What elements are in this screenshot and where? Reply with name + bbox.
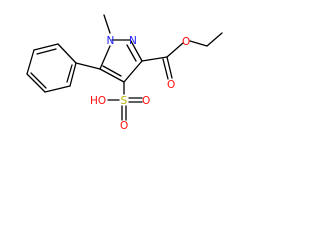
bond-ph-2-3	[33, 43, 59, 51]
atom-o-ester: O	[182, 36, 190, 48]
atom-sulfur: S	[121, 95, 128, 107]
bond-ch2-ch3	[206, 32, 223, 47]
atom-n2: N	[129, 35, 137, 47]
bond-c5-phenyl	[75, 62, 101, 70]
atom-hydroxyl: HO	[90, 95, 106, 107]
bond-c4-c5-double	[102, 65, 122, 77]
atom-o-sulfonyl-bottom: O	[120, 120, 128, 132]
bond-o-ch2	[189, 40, 208, 47]
bond-ester-c-o-double-2	[162, 58, 169, 80]
bond-n2-c3	[130, 40, 143, 62]
bond-n1-methyl	[103, 14, 111, 34]
bond-ester-c-o-double	[166, 56, 173, 79]
bond-ph-inner-3	[66, 64, 73, 83]
bond-c5-n1	[99, 45, 111, 70]
atom-o-sulfonyl-top: O	[142, 95, 150, 107]
bond-n2-c3-double	[126, 44, 137, 62]
bond-ph-inner-1	[36, 48, 57, 55]
atom-o-carbonyl: O	[167, 79, 175, 91]
bond-ph-3-4	[26, 49, 35, 75]
bond-ph-inner-2	[30, 72, 47, 89]
bond-ph-4-5	[26, 73, 46, 93]
bond-ester-c-o-single	[166, 42, 184, 58]
bond-c3-ester-c	[141, 56, 168, 62]
bond-ph-6-1	[69, 62, 77, 87]
bond-c3-c4	[123, 60, 143, 83]
bond-ph-5-6	[44, 85, 71, 93]
atom-n1: N	[107, 35, 115, 47]
molecule-diagram: N N O O S O O HO	[26, 14, 223, 132]
bond-c4-c5	[99, 68, 125, 83]
bond-ph-1-2	[57, 43, 77, 64]
